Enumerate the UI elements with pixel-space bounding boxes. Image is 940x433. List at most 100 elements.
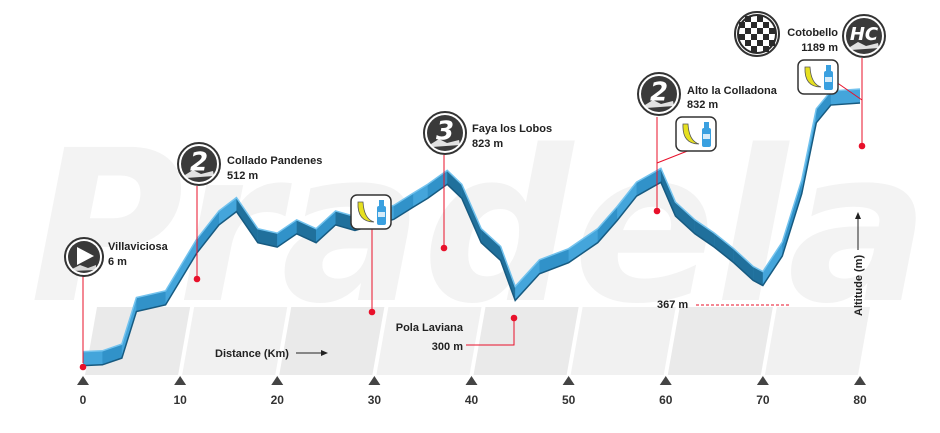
x-tick bbox=[756, 376, 769, 385]
floor-band bbox=[182, 307, 288, 375]
feed-zone-icon bbox=[350, 194, 392, 230]
profile-segment bbox=[121, 297, 137, 359]
profile-segment bbox=[277, 219, 297, 248]
checker-square bbox=[745, 28, 751, 34]
icon-category-text: 3 bbox=[436, 116, 454, 146]
banana-glyph bbox=[357, 201, 375, 223]
x-tick-label: 70 bbox=[756, 393, 770, 407]
feed-zone-icon bbox=[797, 59, 839, 95]
floor-band bbox=[570, 307, 676, 375]
checker-square bbox=[739, 22, 745, 28]
bottle-neck-glyph bbox=[826, 65, 831, 72]
icon-category-text: 2 bbox=[650, 77, 668, 107]
profile-segment bbox=[447, 170, 462, 199]
category-3-climb-icon: 3 bbox=[423, 111, 467, 155]
profile-segment bbox=[500, 246, 516, 301]
y-axis-arrowhead bbox=[855, 212, 861, 219]
point-name: Faya los Lobos bbox=[472, 123, 552, 135]
x-tick-label: 40 bbox=[465, 393, 479, 407]
x-tick-label: 10 bbox=[173, 393, 187, 407]
start-icon bbox=[64, 237, 104, 277]
chart-floor bbox=[85, 307, 870, 375]
x-tick-label: 50 bbox=[562, 393, 576, 407]
profile-segment bbox=[660, 168, 676, 217]
point-altitude: 823 m bbox=[472, 138, 503, 150]
point-altitude: 1189 m bbox=[801, 42, 838, 54]
marker-dot bbox=[858, 142, 866, 150]
x-tick bbox=[465, 376, 478, 385]
profile-segment bbox=[296, 219, 317, 243]
bottle-neck-glyph bbox=[704, 122, 709, 129]
profile-segment bbox=[617, 182, 637, 221]
x-tick bbox=[854, 376, 866, 385]
icon-category-text: HC bbox=[850, 24, 879, 45]
icon-category-text: 2 bbox=[190, 147, 208, 177]
checker-square bbox=[751, 34, 757, 40]
profile-segment bbox=[762, 242, 783, 286]
x-axis-arrowhead bbox=[321, 350, 328, 356]
x-tick-label: 60 bbox=[659, 393, 673, 407]
profile-segment bbox=[597, 206, 618, 243]
mountain-glyph bbox=[431, 139, 460, 147]
marker-dot bbox=[653, 207, 661, 215]
x-tick-label: 80 bbox=[853, 393, 867, 407]
profile-segment bbox=[413, 184, 428, 208]
mountain-glyph bbox=[850, 42, 879, 50]
profile-top-edge bbox=[82, 88, 861, 353]
x-tick bbox=[174, 376, 187, 385]
leader-line bbox=[835, 81, 863, 101]
category-2-climb-icon: 2 bbox=[177, 142, 221, 186]
mountain-glyph bbox=[72, 265, 96, 271]
category-2-climb-icon: 2 bbox=[637, 72, 681, 116]
marker-dot bbox=[193, 275, 201, 283]
checker-square bbox=[745, 40, 751, 46]
checker-square bbox=[757, 28, 763, 34]
profile-segment bbox=[816, 91, 831, 123]
checker-square bbox=[769, 28, 775, 34]
floor-band bbox=[376, 307, 482, 375]
profile-segment bbox=[393, 193, 414, 220]
feed-zone-icon bbox=[675, 116, 717, 152]
checker-square bbox=[757, 40, 763, 46]
x-tick bbox=[77, 376, 89, 385]
hc-climb-icon: HC bbox=[842, 14, 886, 58]
leader-line bbox=[466, 318, 515, 346]
marker-dot bbox=[79, 363, 87, 371]
y-axis-label: Altitude (m) bbox=[853, 255, 865, 316]
floor-band bbox=[473, 307, 579, 375]
bottle-label-glyph bbox=[825, 77, 832, 82]
point-altitude: 6 m bbox=[108, 256, 127, 268]
profile-segment bbox=[782, 179, 802, 256]
marker-dot bbox=[440, 244, 448, 252]
marker-dot bbox=[368, 308, 376, 316]
icon-inner-ring bbox=[737, 14, 777, 54]
floor-band bbox=[667, 307, 773, 375]
x-tick-label: 20 bbox=[271, 393, 285, 407]
x-tick bbox=[271, 376, 284, 385]
bottle-label-glyph bbox=[703, 134, 710, 139]
finish-flag-icon bbox=[734, 11, 780, 57]
profile-segment bbox=[218, 197, 237, 225]
leader-line bbox=[656, 149, 691, 164]
profile-segment bbox=[257, 228, 278, 248]
checker-square bbox=[763, 22, 769, 28]
x-axis-label: Distance (Km) bbox=[215, 348, 289, 360]
profile-segment bbox=[196, 210, 219, 254]
checker-square bbox=[757, 16, 763, 22]
min-altitude-label: 367 m bbox=[657, 299, 688, 311]
banana-glyph bbox=[682, 123, 700, 145]
point-name: Cotobello bbox=[787, 27, 838, 39]
profile-segment bbox=[675, 202, 695, 234]
profile-segment bbox=[515, 259, 540, 301]
profile-segment bbox=[165, 239, 197, 305]
bottle-label-glyph bbox=[378, 212, 385, 217]
point-name: Villaviciosa bbox=[108, 241, 169, 253]
point-altitude: 300 m bbox=[432, 341, 463, 353]
profile-bottom-edge bbox=[82, 102, 861, 367]
profile-segment bbox=[83, 350, 103, 366]
checker-square bbox=[739, 34, 745, 40]
elevation-profile bbox=[82, 88, 861, 367]
